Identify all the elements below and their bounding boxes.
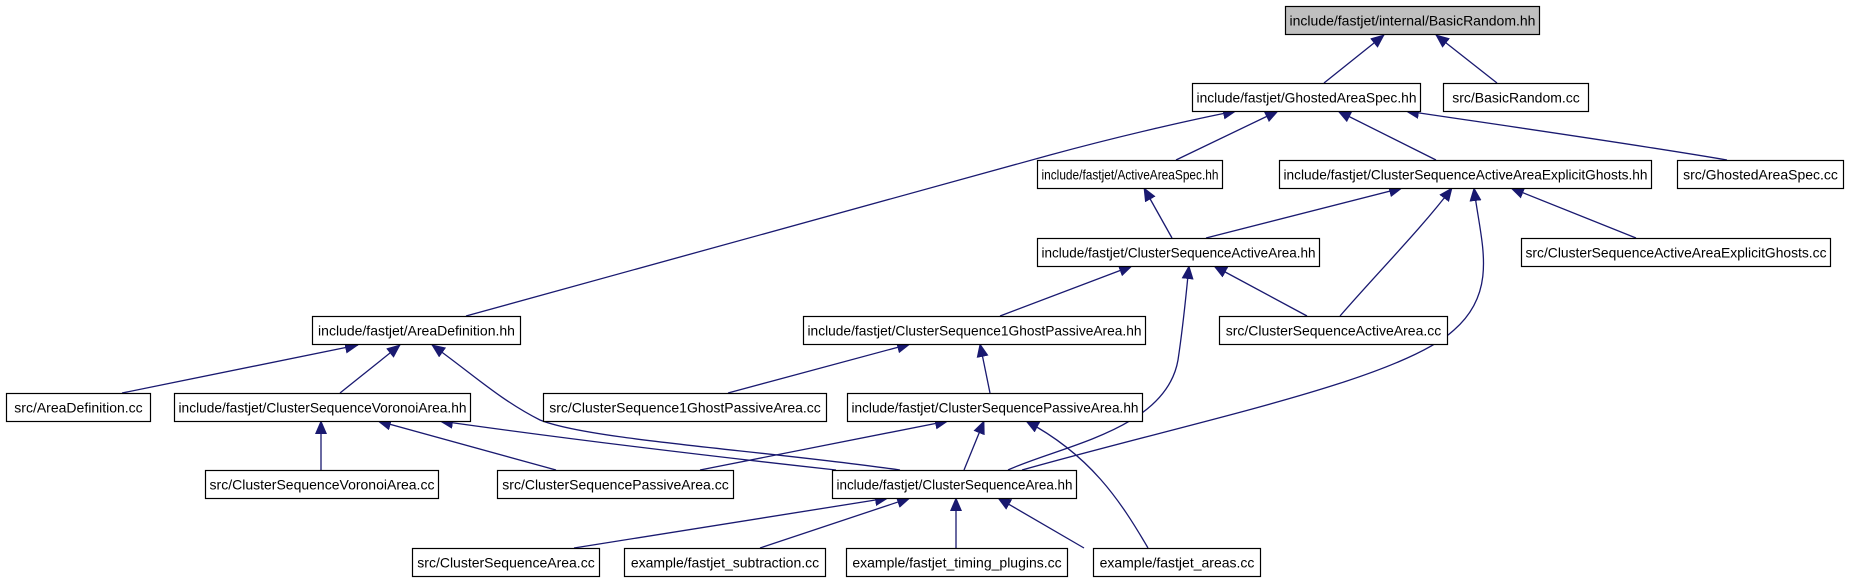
node-label: include/fastjet/GhostedAreaSpec.hh — [1197, 90, 1417, 106]
node-n0: include/fastjet/internal/BasicRandom.hh — [1284, 5, 1541, 36]
edge-n4-to-n1 — [1175, 110, 1279, 161]
node-box — [1092, 547, 1262, 578]
edge-n6-to-n1 — [1405, 106, 1728, 161]
node-n15[interactable]: src/ClusterSequenceVoronoiArea.cc — [204, 469, 440, 500]
node-n20[interactable]: example/fastjet_timing_plugins.cc — [845, 547, 1069, 578]
node-n17[interactable]: include/fastjet/ClusterSequenceArea.hh — [831, 469, 1078, 500]
node-n19[interactable]: example/fastjet_subtraction.cc — [623, 547, 827, 578]
edge-n1-to-n0 — [1323, 34, 1385, 84]
node-n2[interactable]: src/BasicRandom.cc — [1442, 82, 1590, 113]
node-n10[interactable]: src/ClusterSequenceActiveArea.cc — [1218, 315, 1449, 346]
node-label: src/ClusterSequenceVoronoiArea.cc — [210, 477, 435, 493]
node-box — [1191, 82, 1422, 113]
node-n14[interactable]: include/fastjet/ClusterSequencePassiveAr… — [846, 392, 1144, 423]
node-box — [311, 315, 522, 346]
edge-n9-to-n7 — [999, 264, 1133, 317]
node-label: src/ClusterSequenceActiveArea.cc — [1226, 323, 1442, 339]
node-n4[interactable]: include/fastjet/ActiveAreaSpec.hh — [1036, 159, 1224, 190]
edge-n21-to-n17 — [997, 497, 1085, 549]
node-label: example/fastjet_areas.cc — [1100, 555, 1255, 571]
edge-n11-to-n3 — [121, 341, 359, 394]
node-label: example/fastjet_timing_plugins.cc — [852, 555, 1061, 571]
node-label: src/ClusterSequence1GhostPassiveArea.cc — [549, 400, 821, 416]
node-label: include/fastjet/ClusterSequencePassiveAr… — [852, 400, 1139, 416]
edge-n10-to-n5 — [1339, 187, 1453, 317]
node-n7[interactable]: include/fastjet/ClusterSequenceActiveAre… — [1036, 237, 1321, 268]
node-n13[interactable]: src/ClusterSequence1GhostPassiveArea.cc — [542, 392, 828, 423]
node-box — [496, 469, 735, 500]
node-n5[interactable]: include/fastjet/ClusterSequenceActiveAre… — [1278, 159, 1653, 190]
node-n21[interactable]: example/fastjet_areas.cc — [1092, 547, 1262, 578]
edge-n18-to-n17 — [573, 494, 889, 549]
node-label: src/BasicRandom.cc — [1452, 90, 1580, 106]
node-box — [1520, 237, 1832, 268]
node-n3[interactable]: include/fastjet/AreaDefinition.hh — [311, 315, 522, 346]
node-label: include/fastjet/ClusterSequenceVoronoiAr… — [179, 400, 467, 416]
node-label: example/fastjet_subtraction.cc — [631, 555, 819, 571]
edge-n17-to-n3 — [431, 344, 901, 471]
node-n8[interactable]: src/ClusterSequenceActiveAreaExplicitGho… — [1520, 237, 1832, 268]
node-label: include/fastjet/AreaDefinition.hh — [318, 323, 515, 339]
edge-n14-to-n9 — [976, 343, 991, 394]
node-box — [1218, 315, 1449, 346]
node-label: src/ClusterSequenceActiveAreaExplicitGho… — [1526, 245, 1827, 261]
node-label: include/fastjet/ClusterSequence1GhostPas… — [808, 323, 1142, 339]
node-box — [542, 392, 828, 423]
node-box — [1442, 82, 1590, 113]
node-label: src/GhostedAreaSpec.cc — [1683, 167, 1838, 183]
node-n1[interactable]: include/fastjet/GhostedAreaSpec.hh — [1191, 82, 1422, 113]
edge-n17-to-n12 — [439, 416, 837, 471]
node-n16[interactable]: src/ClusterSequencePassiveArea.cc — [496, 469, 735, 500]
edge-n8-to-n5 — [1510, 187, 1637, 239]
node-label: src/AreaDefinition.cc — [14, 400, 142, 416]
node-n6[interactable]: src/GhostedAreaSpec.cc — [1676, 159, 1845, 190]
node-box — [5, 392, 152, 423]
node-box — [802, 315, 1147, 346]
node-label: include/fastjet/internal/BasicRandom.hh — [1290, 13, 1536, 29]
node-box — [1676, 159, 1845, 190]
edges-layer — [121, 34, 1728, 549]
edge-n16-to-n14 — [699, 417, 949, 471]
edge-n5-to-n1 — [1337, 110, 1437, 161]
edge-n2-to-n0 — [1435, 34, 1498, 84]
node-box — [411, 547, 601, 578]
node-label: include/fastjet/ClusterSequenceActiveAre… — [1284, 167, 1648, 183]
edge-n17-to-n7 — [1007, 265, 1194, 471]
edge-n7-to-n5 — [1205, 185, 1403, 239]
node-box — [1278, 159, 1653, 190]
node-label: include/fastjet/ClusterSequenceArea.hh — [837, 477, 1073, 493]
node-label: include/fastjet/ClusterSequenceActiveAre… — [1042, 245, 1316, 261]
nodes-layer: include/fastjet/internal/BasicRandom.hh i… — [5, 5, 1845, 578]
edge-n17-to-n5 — [1021, 187, 1485, 471]
node-box — [623, 547, 827, 578]
edge-n19-to-n17 — [759, 496, 911, 549]
node-label: src/ClusterSequencePassiveArea.cc — [502, 477, 728, 493]
edge-n21-to-n14 — [1025, 420, 1149, 549]
node-n9[interactable]: include/fastjet/ClusterSequence1GhostPas… — [802, 315, 1147, 346]
node-label: include/fastjet/ActiveAreaSpec.hh — [1042, 167, 1219, 183]
node-n12[interactable]: include/fastjet/ClusterSequenceVoronoiAr… — [173, 392, 472, 423]
node-box — [1284, 5, 1541, 36]
node-box — [846, 392, 1144, 423]
edge-n13-to-n9 — [727, 341, 911, 394]
edge-n12-to-n3 — [339, 344, 401, 394]
node-box — [204, 469, 440, 500]
node-box — [1036, 237, 1321, 268]
edge-n7-to-n4 — [1143, 187, 1173, 239]
node-box — [831, 469, 1078, 500]
node-box — [1036, 159, 1224, 190]
edge-n10-to-n7 — [1213, 265, 1308, 317]
node-box — [845, 547, 1069, 578]
edge-n16-to-n12 — [377, 418, 557, 471]
node-box — [173, 392, 472, 423]
edge-n17-to-n14 — [963, 420, 985, 471]
node-label: src/ClusterSequenceArea.cc — [417, 555, 594, 571]
edge-n3-to-n1 — [465, 107, 1237, 317]
node-n11[interactable]: src/AreaDefinition.cc — [5, 392, 152, 423]
node-n18[interactable]: src/ClusterSequenceArea.cc — [411, 547, 601, 578]
